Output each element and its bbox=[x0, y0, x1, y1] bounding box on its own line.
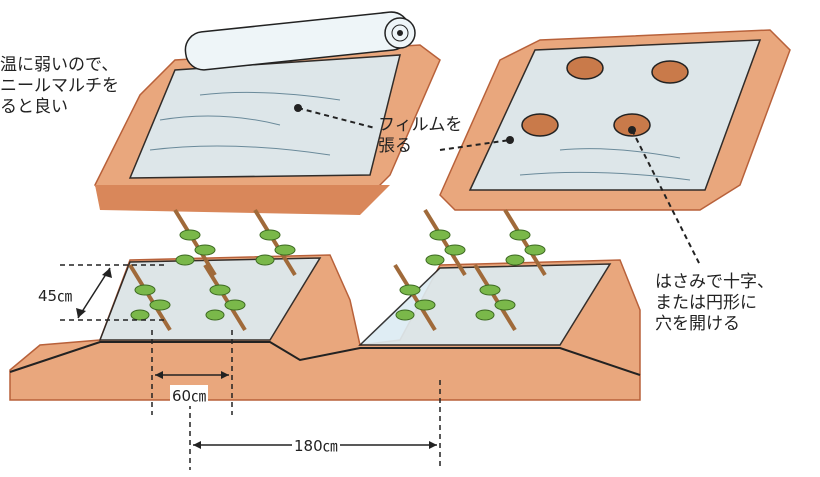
cut-note-line-2: または円形に bbox=[655, 293, 774, 314]
top-left-note: 温に弱いので、 ニールマルチを ると良い bbox=[0, 55, 119, 118]
cut-note-line-1: はさみで十字、 bbox=[655, 272, 774, 293]
cut-note: はさみで十字、 または円形に 穴を開ける bbox=[655, 272, 774, 335]
planting-hole bbox=[522, 114, 558, 136]
bed-width-label: 180㎝ bbox=[292, 435, 340, 456]
planting-hole bbox=[652, 61, 688, 83]
planting-hole bbox=[567, 57, 603, 79]
top-left-note-line-2: ニールマルチを bbox=[0, 76, 119, 97]
film-note-line-2: 張る bbox=[378, 136, 462, 157]
top-left-note-line-1: 温に弱いので、 bbox=[0, 55, 119, 76]
film-note-line-1: フィルムを bbox=[378, 115, 462, 136]
cut-note-line-3: 穴を開ける bbox=[655, 314, 774, 335]
plant-spacing-label: 60㎝ bbox=[170, 385, 208, 406]
bed-top-left bbox=[95, 10, 440, 215]
bed-top-right bbox=[440, 30, 790, 210]
top-left-note-line-3: ると良い bbox=[0, 97, 119, 118]
row-spacing-label: 45㎝ bbox=[36, 285, 74, 306]
film-note: フィルムを 張る bbox=[378, 115, 462, 157]
